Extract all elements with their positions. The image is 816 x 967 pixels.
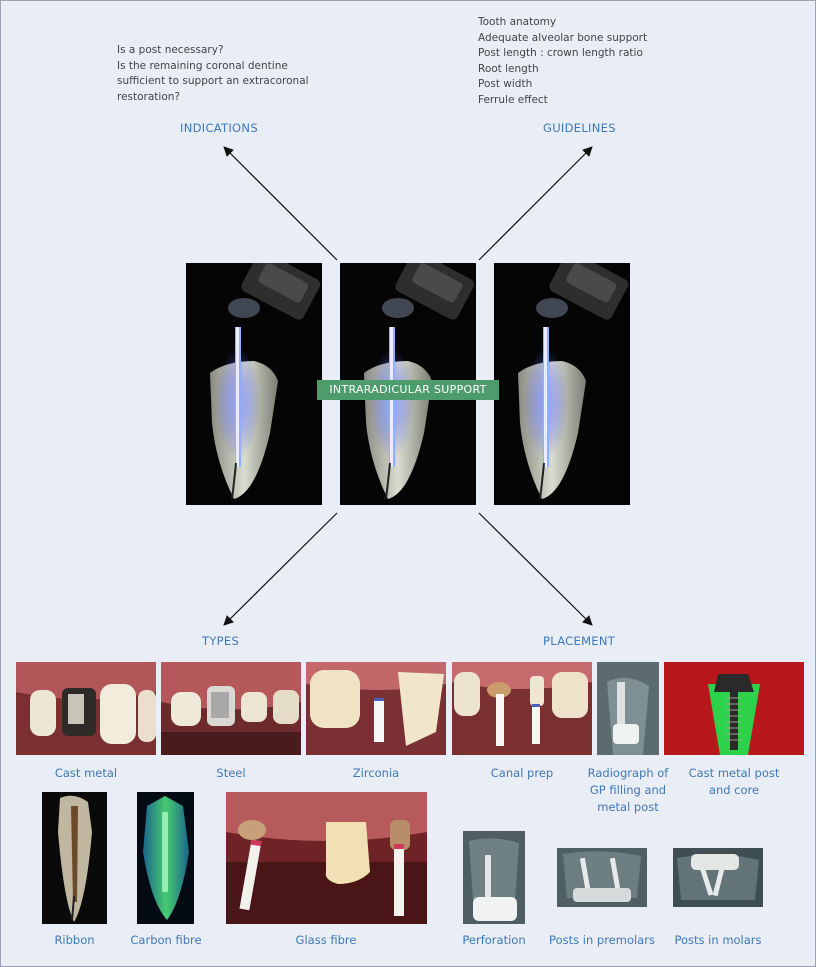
guideline-item: Post width [478, 78, 533, 90]
caption-cast-post-core-line: and core [708, 783, 760, 797]
ribbon-photo [42, 792, 107, 924]
center-label: INTRARADICULAR SUPPORT [317, 380, 499, 400]
perforation-photo [463, 831, 525, 924]
caption-steel: Steel [216, 766, 246, 780]
caption-radiograph: Radiograph of GP filling and metal post [579, 765, 677, 816]
placement-heading: PLACEMENT [543, 634, 616, 648]
caption-carbon-fibre: Carbon fibre [130, 933, 202, 947]
cast-post-core-photo [664, 662, 804, 755]
arrow-to-guidelines [478, 146, 593, 261]
types-heading: TYPES [202, 634, 240, 648]
guidelines-heading: GUIDELINES [543, 121, 616, 135]
carbon-fibre-photo [137, 792, 194, 924]
glass-fibre-photo [226, 792, 427, 924]
guidelines-list: Tooth anatomy Adequate alveolar bone sup… [478, 15, 647, 108]
caption-cast-metal: Cast metal [54, 766, 118, 780]
arrow-to-placement [478, 512, 593, 626]
indications-question: Is the remaining coronal dentine [117, 59, 288, 72]
caption-cast-post-core-line: Cast metal post [688, 766, 780, 780]
guideline-item: Post length : crown length ratio [478, 47, 643, 59]
caption-zirconia: Zirconia [352, 766, 400, 780]
indications-heading: INDICATIONS [180, 121, 258, 135]
guideline-item: Root length [478, 62, 539, 75]
guideline-item: Ferrule effect [478, 93, 548, 106]
caption-cast-post-core: Cast metal post and core [664, 765, 804, 799]
indications-question: Is a post necessary? [117, 44, 224, 56]
posts-premolars-photo [557, 848, 647, 907]
indications-question: sufficient to support an extracoronal [117, 75, 309, 87]
indications-question: restoration? [117, 90, 180, 103]
zirconia-photo [306, 662, 446, 755]
radiograph-photo [597, 662, 659, 755]
steel-photo [161, 662, 301, 755]
caption-radiograph-line: GP filling and [589, 783, 667, 797]
guideline-item: Tooth anatomy [478, 16, 557, 28]
caption-posts-molars: Posts in molars [674, 933, 762, 947]
posts-molars-photo [673, 848, 763, 907]
tooth-post-image-1 [186, 263, 322, 505]
arrow-to-indications [223, 146, 338, 261]
caption-perforation: Perforation [462, 933, 526, 947]
cast-metal-photo [16, 662, 156, 755]
caption-posts-premolars: Posts in premolars [549, 933, 655, 947]
guideline-item: Adequate alveolar bone support [478, 31, 648, 44]
canal-prep-photo [452, 662, 592, 755]
caption-glass-fibre: Glass fibre [295, 933, 357, 947]
indications-questions: Is a post necessary? Is the remaining co… [117, 43, 309, 105]
caption-ribbon: Ribbon [54, 933, 95, 947]
caption-canal-prep: Canal prep [490, 766, 554, 780]
caption-radiograph-line: Radiograph of [587, 766, 669, 780]
caption-radiograph-line: metal post [597, 800, 659, 814]
arrow-to-types [223, 512, 338, 626]
tooth-post-image-3 [494, 263, 630, 505]
